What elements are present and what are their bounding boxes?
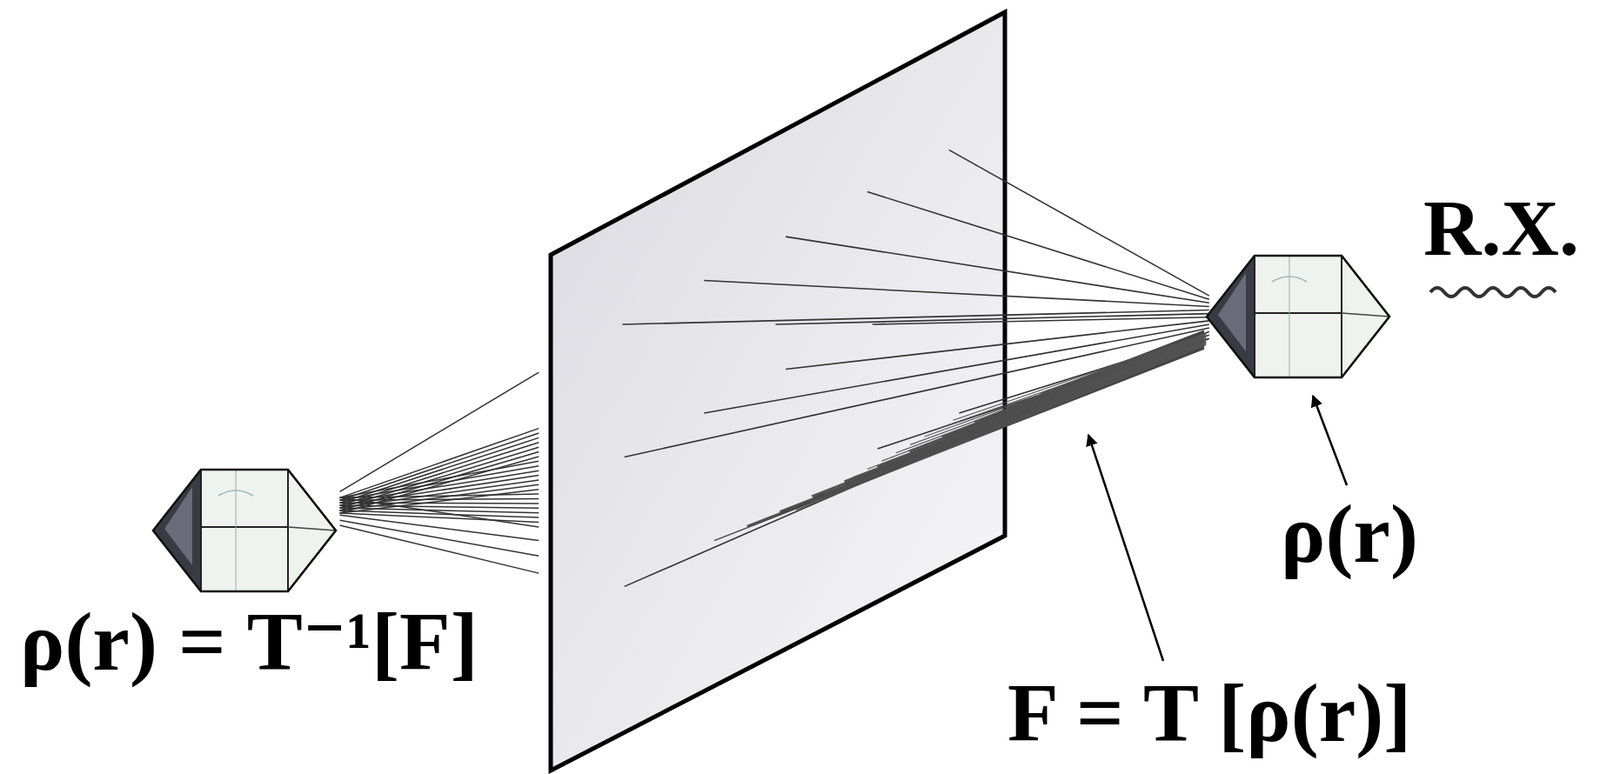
ray-line [340, 447, 540, 509]
density-label: ρ(r) [1280, 492, 1419, 576]
reconstructed-crystal [153, 469, 336, 592]
ray-line [340, 499, 540, 502]
ray-line [340, 497, 540, 528]
ray-line [881, 338, 1206, 462]
inverse-transform-formula: ρ(r) = T⁻¹[F] [20, 600, 479, 684]
sample-crystal [1206, 255, 1390, 378]
ray-line [838, 341, 1206, 486]
detector-plate [550, 12, 1005, 771]
ray-line [852, 341, 1206, 478]
transform-formula: F = T [ρ(r)] [1007, 671, 1412, 756]
ray-line [796, 344, 1206, 510]
ray-line [896, 337, 1207, 454]
ray-line [340, 480, 540, 509]
ray-line [910, 336, 1206, 445]
diffracted-rays [622, 149, 1209, 587]
ray-line [340, 442, 540, 506]
ray-line [785, 236, 1210, 303]
ray-line [340, 466, 540, 502]
ray-line [872, 317, 1210, 325]
ray-line [952, 334, 1206, 422]
xray-wave [1430, 287, 1556, 297]
ray-line [703, 281, 1210, 308]
ray-line [624, 328, 1210, 457]
ray-line [949, 149, 1210, 296]
ray-line [622, 310, 1209, 325]
ray-line [924, 335, 1207, 437]
ray-line [340, 520, 540, 556]
ray-line [867, 191, 1210, 300]
ray-line [747, 347, 1205, 527]
leader-arrow [1088, 435, 1164, 662]
leader-arrow [1312, 395, 1347, 486]
ray-line [624, 331, 1210, 587]
ray-line [824, 342, 1207, 495]
ray-line [938, 334, 1206, 429]
ray-line [340, 515, 540, 541]
ray-line [340, 489, 540, 514]
ray-line [810, 343, 1206, 503]
ray-line [340, 525, 540, 574]
ray-line [340, 456, 540, 514]
ray-line [340, 484, 540, 511]
ray-line [340, 494, 540, 498]
transmitted-rays [340, 372, 540, 574]
ray-line [867, 340, 1206, 470]
ray-line [340, 505, 540, 509]
xray-label: R.X. [1423, 187, 1580, 268]
ray-line [775, 314, 1209, 325]
ray-line [974, 331, 1205, 422]
ray-line [340, 513, 540, 523]
